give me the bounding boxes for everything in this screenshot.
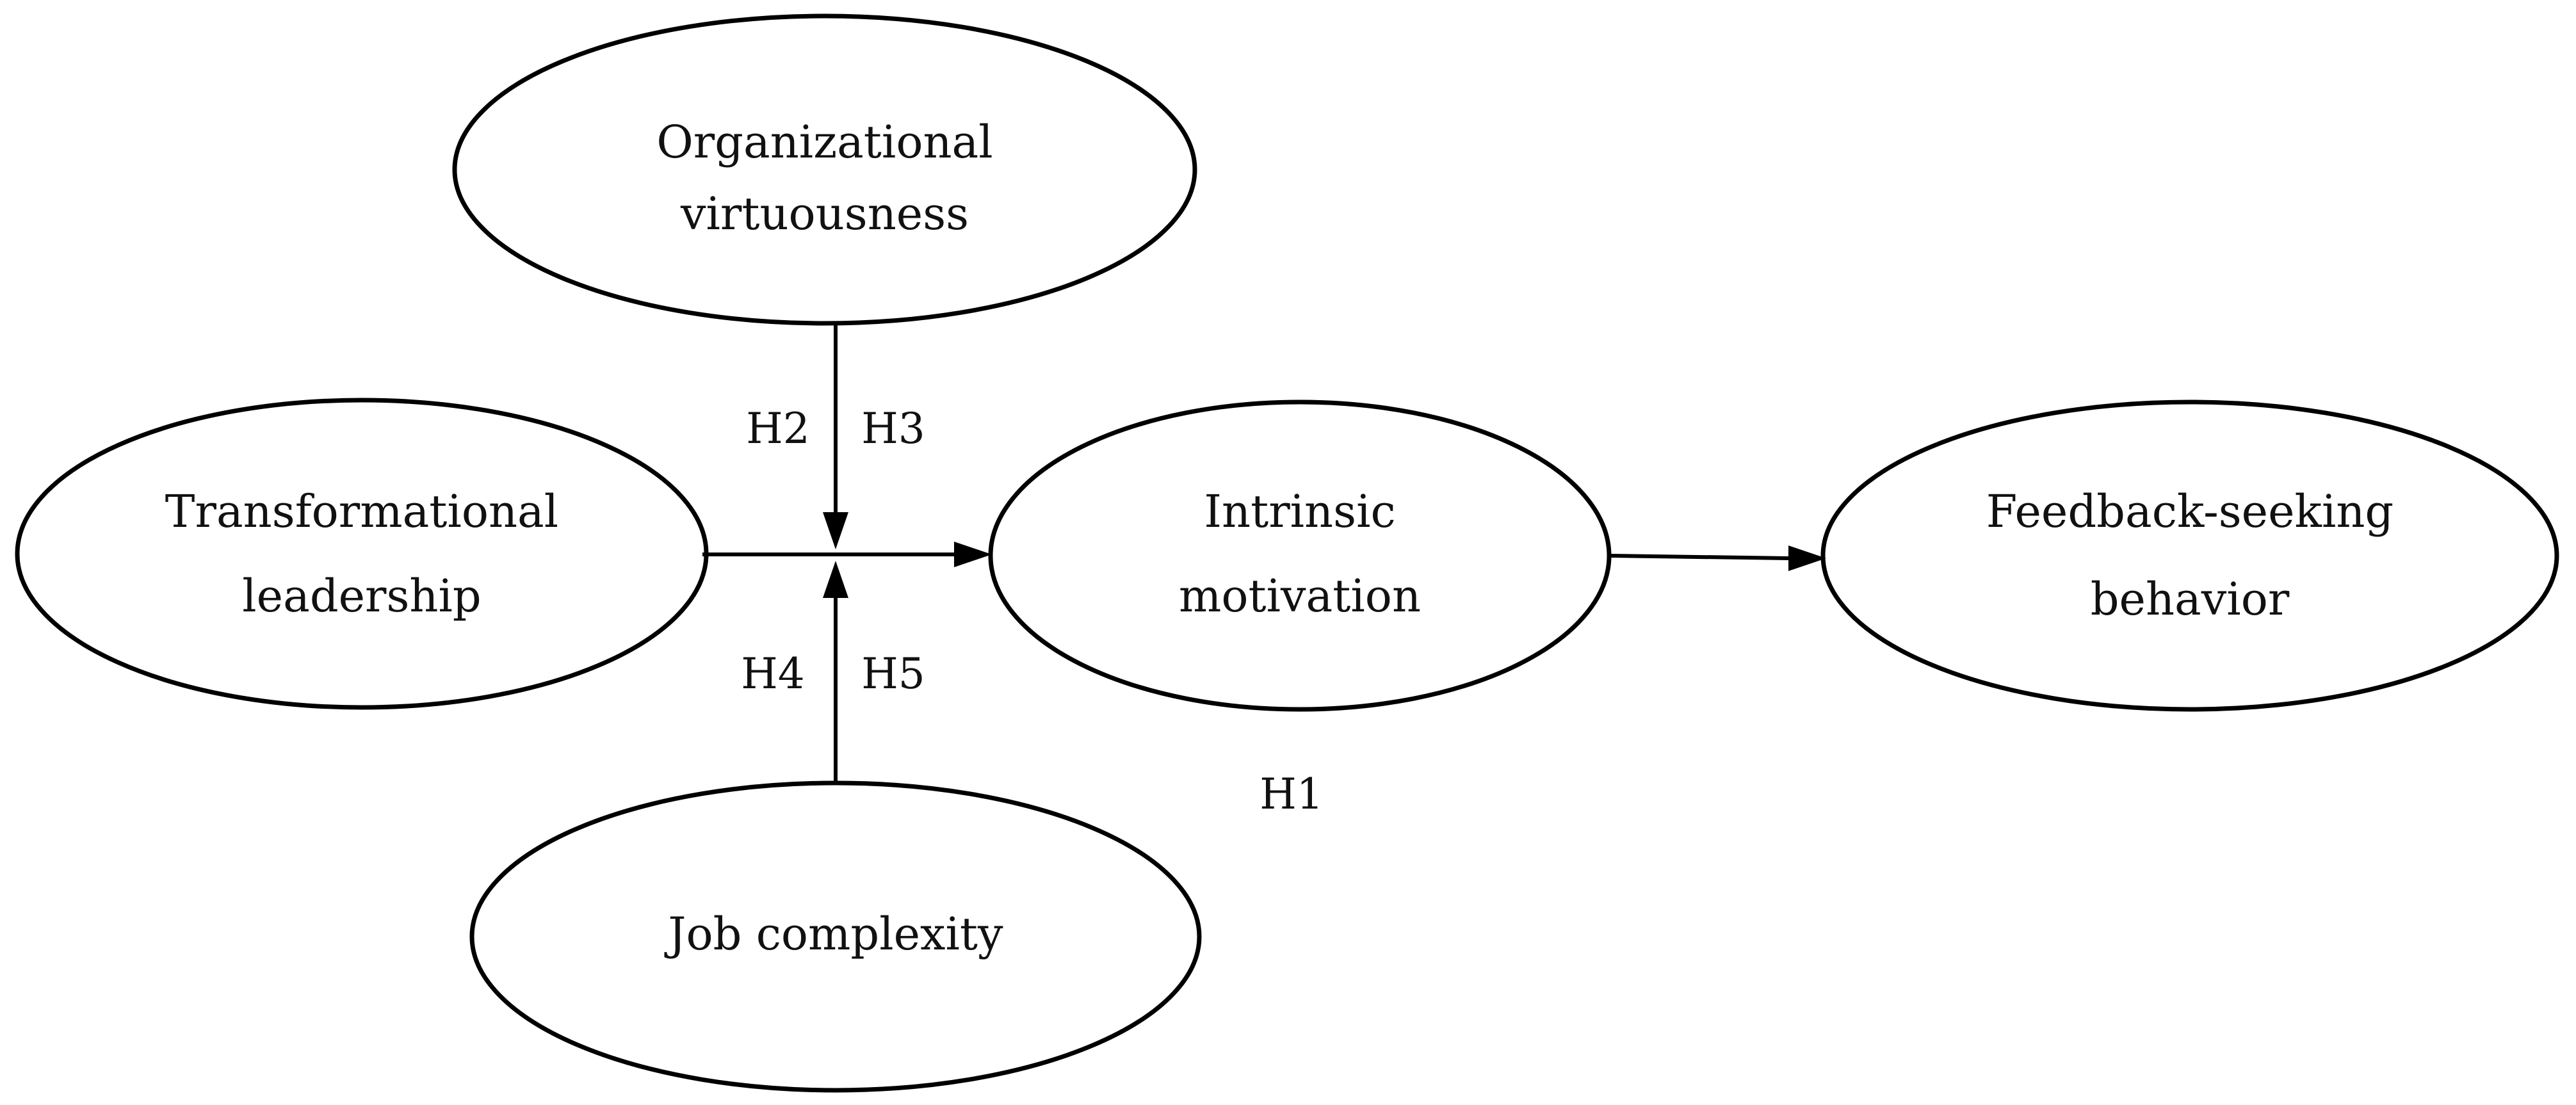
arrowhead-into-feedback-seeking-behavior: [1788, 545, 1826, 571]
node-organizational-virtuousness: Organizational virtuousness: [452, 13, 1197, 326]
node-feedback-seeking-behavior-line1: Feedback-seeking: [1986, 485, 2394, 538]
edge-transformational-to-intrinsic: [702, 542, 992, 567]
node-transformational-leadership-line2: leadership: [242, 570, 481, 622]
node-transformational-leadership: Transformational leadership: [15, 398, 709, 710]
node-feedback-seeking-behavior-ellipse: [1820, 399, 2559, 712]
hypothesis-label-h1: H1: [1260, 770, 1324, 819]
edge-job-complexity-moderation: [823, 561, 848, 782]
node-intrinsic-motivation-ellipse: [988, 399, 1612, 712]
hypothesis-label-h3: H3: [861, 404, 925, 453]
node-transformational-leadership-ellipse: [15, 398, 709, 710]
arrowhead-from-virtuousness: [823, 512, 848, 549]
hypothesis-label-h2: H2: [746, 404, 810, 453]
node-organizational-virtuousness-line2: virtuousness: [680, 188, 969, 240]
node-intrinsic-motivation: Intrinsic motivation: [988, 399, 1612, 712]
edge-intrinsic-to-feedback-line: [1610, 554, 1789, 560]
edge-intrinsic-to-feedback: [1610, 545, 1826, 571]
hypothesis-label-h5: H5: [861, 649, 925, 698]
node-transformational-leadership-line1: Transformational: [165, 485, 558, 538]
node-feedback-seeking-behavior: Feedback-seeking behavior: [1820, 399, 2559, 712]
arrowhead-from-job-complexity: [823, 561, 848, 598]
node-job-complexity: Job complexity: [469, 780, 1202, 1093]
edge-virtuousness-moderation: [823, 324, 848, 549]
node-feedback-seeking-behavior-line2: behavior: [2091, 573, 2290, 625]
node-job-complexity-ellipse: [469, 780, 1202, 1093]
hypothesis-label-h4: H4: [741, 649, 805, 698]
node-organizational-virtuousness-ellipse: [452, 13, 1197, 326]
node-organizational-virtuousness-line1: Organizational: [656, 116, 992, 168]
node-job-complexity-line1: Job complexity: [664, 908, 1003, 960]
node-intrinsic-motivation-line2: motivation: [1179, 570, 1421, 622]
arrowhead-into-intrinsic-motivation: [954, 542, 992, 567]
node-intrinsic-motivation-line1: Intrinsic: [1204, 485, 1395, 538]
